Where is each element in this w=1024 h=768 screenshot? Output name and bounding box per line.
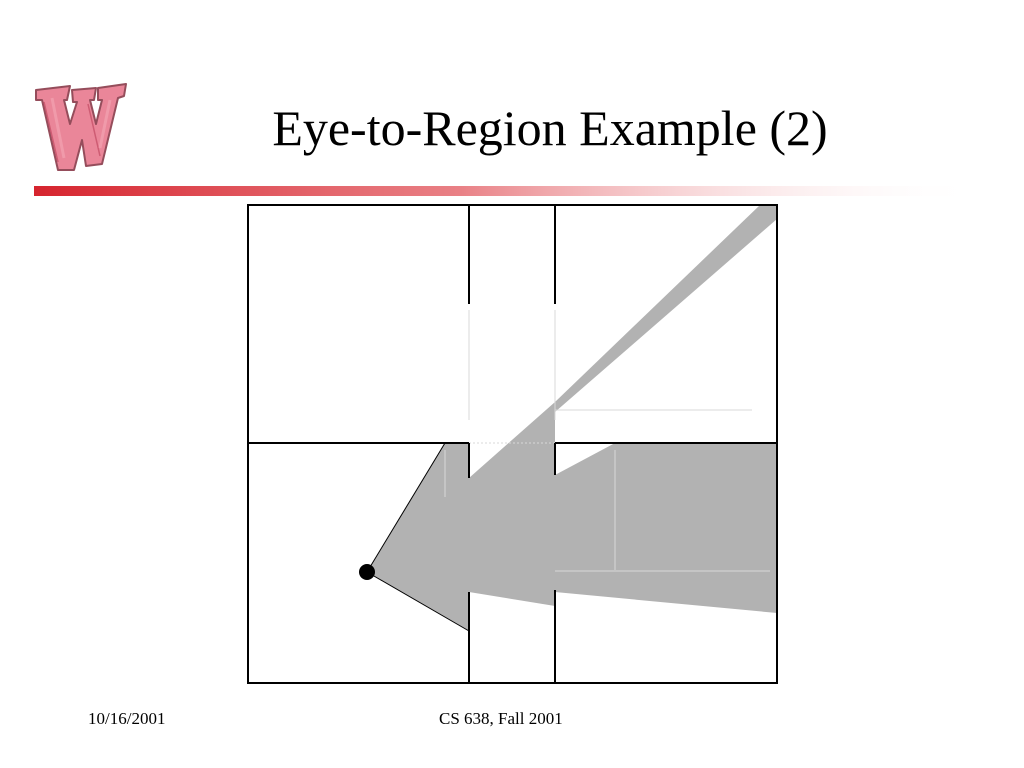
footer-date: 10/16/2001 — [88, 709, 166, 728]
wisconsin-w-logo-icon — [35, 83, 127, 171]
title-divider-rule — [34, 186, 980, 196]
view-ray-lower — [366, 571, 470, 632]
eye-point-icon — [359, 564, 375, 580]
visible-region-upper-beam — [469, 205, 777, 512]
slide-title: Eye-to-Region Example (2) — [272, 100, 828, 156]
cell-walls — [247, 204, 778, 684]
construction-lines — [444, 310, 770, 572]
view-ray-upper — [366, 442, 446, 573]
visible-region-lower — [367, 440, 777, 631]
eye-to-region-diagram — [247, 204, 778, 684]
footer-course: CS 638, Fall 2001 — [439, 709, 563, 728]
